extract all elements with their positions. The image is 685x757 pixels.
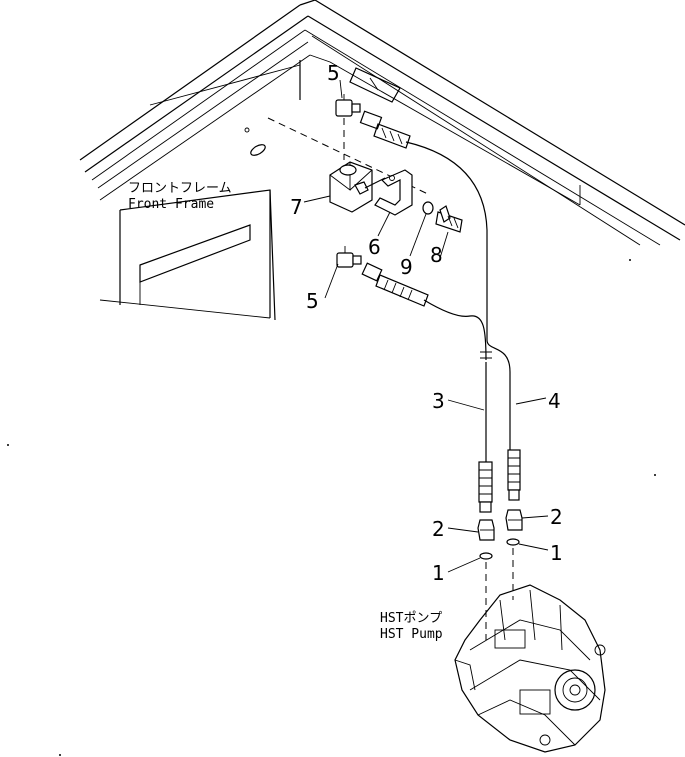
solenoid-valve <box>329 161 386 213</box>
front-frame-jp-caption: フロントフレーム <box>128 181 232 196</box>
callout-4: 4 <box>548 389 561 413</box>
front-frame-en-caption: Front Frame <box>128 197 214 212</box>
front-frame <box>79 0 685 321</box>
callout-1-left: 1 <box>432 561 445 585</box>
leader-lines <box>303 79 549 573</box>
washer <box>422 201 434 215</box>
hose-end-lower-right <box>507 449 521 501</box>
scan-specks <box>7 259 656 756</box>
callout-9: 9 <box>400 255 413 279</box>
hose-end-top <box>359 110 411 149</box>
hose-end-bottom <box>361 262 429 307</box>
bracket <box>374 169 413 216</box>
adapter-right <box>505 509 523 531</box>
callout-7: 7 <box>290 195 303 219</box>
callout-1-right: 1 <box>550 541 563 565</box>
hose-end-lower-left <box>478 461 493 513</box>
bolt <box>435 205 463 233</box>
hst-pump-jp-caption: HSTポンプ <box>380 611 442 626</box>
callout-5-top: 5 <box>327 61 340 85</box>
adapter-left <box>477 519 495 541</box>
callout-5-bottom: 5 <box>306 289 319 313</box>
callout-2-right: 2 <box>550 505 563 529</box>
callout-8: 8 <box>430 243 443 267</box>
elbow-fitting-top <box>335 94 361 160</box>
callout-6: 6 <box>368 235 381 259</box>
callout-2-left: 2 <box>432 517 445 541</box>
o-rings-lower <box>479 538 520 640</box>
hose-4 <box>405 141 511 450</box>
elbow-fitting-bottom <box>336 246 362 268</box>
hst-pump <box>454 584 606 753</box>
callout-3: 3 <box>432 389 445 413</box>
hst-pump-en-caption: HST Pump <box>380 627 443 642</box>
hose-3 <box>423 299 492 462</box>
